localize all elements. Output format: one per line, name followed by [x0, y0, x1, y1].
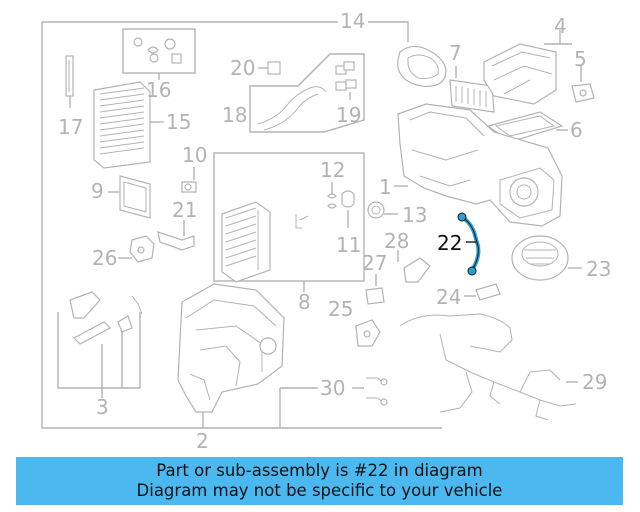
callout-labels: 1 2 3 4 5 6 7 8 9 10 11 12 13 14 15 16 1… — [58, 9, 611, 453]
banner-line-part-number: Part or sub-assembly is #22 in diagram — [156, 461, 483, 480]
callout-23: 23 — [586, 257, 611, 281]
callout-19: 19 — [336, 103, 361, 127]
part-26-drawing — [118, 235, 155, 263]
parts-diagram: 1 2 3 4 5 6 7 8 9 10 11 12 13 14 15 16 1… — [41, 9, 611, 453]
info-banner: Part or sub-assembly is #22 in diagram D… — [16, 457, 623, 505]
callout-24: 24 — [436, 285, 461, 309]
part-1-drawing — [394, 103, 563, 227]
callout-9: 9 — [91, 179, 104, 203]
callout-10: 10 — [182, 143, 207, 167]
part-10-drawing — [181, 167, 197, 193]
part-3-group — [57, 291, 143, 398]
callout-11: 11 — [336, 233, 361, 257]
part-4-drawing — [483, 30, 572, 105]
part-12-11-drawing — [327, 182, 355, 228]
part-5-drawing — [571, 66, 595, 103]
callout-22: 22 — [437, 231, 462, 255]
callout-21: 21 — [172, 198, 197, 222]
part-17-drawing — [65, 55, 74, 108]
callout-15: 15 — [166, 110, 191, 134]
part-7-drawing — [449, 66, 495, 113]
callout-4: 4 — [554, 14, 567, 38]
banner-line-disclaimer: Diagram may not be specific to your vehi… — [136, 481, 503, 500]
part-23-drawing — [511, 235, 582, 281]
callout-27: 27 — [362, 251, 387, 275]
callout-5: 5 — [574, 47, 587, 71]
part-16-group — [122, 28, 196, 80]
part-15-drawing — [93, 81, 164, 169]
callout-28: 28 — [384, 229, 409, 253]
callout-3: 3 — [96, 395, 109, 419]
callout-26: 26 — [92, 246, 117, 270]
callout-14: 14 — [340, 9, 365, 33]
callout-25: 25 — [328, 297, 353, 321]
part-18-19-group — [249, 53, 365, 133]
part-29-drawing — [399, 313, 578, 421]
callout-8: 8 — [298, 290, 311, 314]
part-21-drawing — [157, 220, 195, 251]
part-9-drawing — [108, 175, 151, 219]
callout-18: 18 — [222, 103, 247, 127]
frame-lines — [41, 21, 442, 429]
part-28-drawing — [397, 250, 431, 283]
part-8-group — [213, 152, 365, 292]
part-13-drawing — [367, 201, 398, 219]
callout-17: 17 — [58, 115, 83, 139]
callout-1: 1 — [379, 175, 392, 199]
part-2-drawing — [177, 283, 285, 413]
part-22-highlighted-hose — [457, 212, 481, 276]
callout-29: 29 — [582, 370, 607, 394]
callout-2: 2 — [196, 429, 209, 453]
part-24-drawing — [464, 283, 501, 301]
part-14-drawing — [397, 45, 447, 87]
callout-13: 13 — [402, 203, 427, 227]
callout-20: 20 — [230, 56, 255, 80]
callout-12: 12 — [320, 158, 345, 182]
callout-16: 16 — [146, 78, 171, 102]
part-30-drawing — [352, 377, 388, 406]
callout-7: 7 — [449, 41, 462, 65]
callout-6: 6 — [570, 118, 583, 142]
part-27-25-drawing — [355, 274, 385, 347]
callout-30: 30 — [320, 376, 345, 400]
